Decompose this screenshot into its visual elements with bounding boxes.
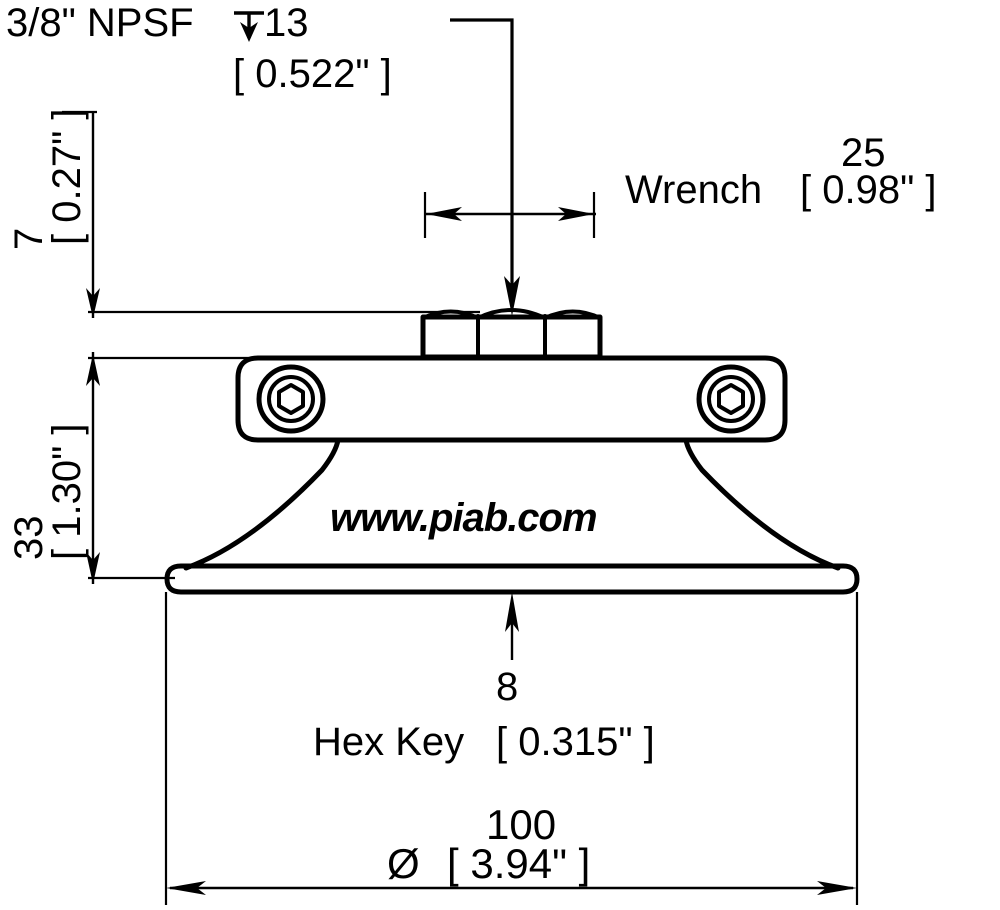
arrow-dia-left [166,881,206,895]
height-top-value-inch: [ 0.27" ] [45,108,89,245]
height-body-value-metric: 33 [7,516,51,561]
hex-nut-chamfer-center [476,308,547,320]
screw-left-inner [267,375,315,423]
screw-right-inner [707,375,755,423]
arrow-hex-key [505,592,519,632]
screw-right-hex-socket-icon [717,383,745,415]
arrow-thread-leader [504,276,520,316]
height-top-value-metric: 7 [7,228,51,250]
height-top-dim-group: 7 [ 0.27" ] [7,108,89,250]
hex-key-value-inch: [ 0.315" ] [496,720,655,764]
arrow-wrench-left [426,207,462,221]
arrow-height-body-down [86,552,100,584]
diameter-symbol: Ø [387,840,420,887]
diameter-value-metric: 100 [486,801,556,848]
screw-left-outer [256,364,326,434]
hex-nut-body [420,314,603,360]
arrow-height-body-up [86,354,100,386]
height-body-dim-group: 33 [ 1.30" ] [7,423,89,560]
arrow-height-top-down [86,288,100,318]
depth-arrow-icon [234,11,264,42]
screw-left-hex-socket-icon [277,383,305,415]
arrow-dia-right [817,881,857,895]
leader-thread-note [450,18,514,300]
wrench-value-metric: 25 [841,131,886,175]
hex-nut-chamfer-right [543,309,602,320]
cup-skirt-left [183,437,341,571]
hex-key-label: Hex Key [313,720,464,764]
wrench-value-inch: [ 0.98" ] [800,168,937,212]
screw-right-outer [696,364,766,434]
wrench-label: Wrench [625,168,762,212]
cup-lip [164,563,860,595]
piab-logo-text: www.piab.com [330,496,597,540]
thread-depth-inch: [ 0.522" ] [233,52,392,96]
cup-skirt-right [683,437,841,571]
arrow-wrench-right [558,207,594,221]
clamp-ring [235,355,788,443]
hex-key-value-metric: 8 [496,665,518,709]
thread-depth-value: 13 [264,1,309,45]
hex-nut-chamfer-left [421,309,480,320]
height-body-value-inch: [ 1.30" ] [45,423,89,560]
diameter-value-inch: [ 3.94" ] [447,840,590,887]
thread-spec-label: 3/8" NPSF [6,1,194,45]
